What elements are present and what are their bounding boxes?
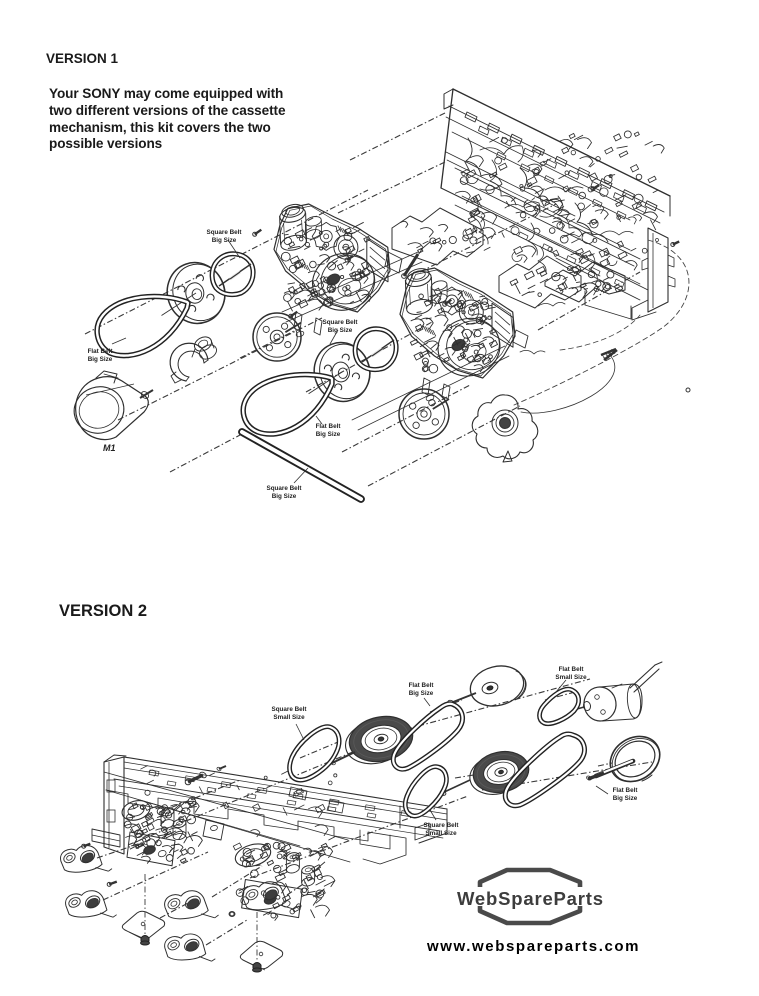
svg-text:Big Size: Big Size — [272, 493, 297, 500]
svg-text:Big Size: Big Size — [328, 327, 353, 334]
svg-text:Flat Belt: Flat Belt — [409, 682, 435, 689]
svg-text:Small Size: Small Size — [425, 830, 457, 837]
svg-text:Small Size: Small Size — [273, 714, 305, 721]
svg-text:Flat Belt: Flat Belt — [613, 787, 639, 794]
svg-text:M1: M1 — [103, 443, 116, 453]
svg-text:Big Size: Big Size — [613, 795, 638, 802]
svg-text:Big Size: Big Size — [88, 356, 113, 363]
svg-text:Square Belt: Square Belt — [207, 229, 243, 236]
svg-text:Square Belt: Square Belt — [424, 822, 460, 829]
svg-text:Square Belt: Square Belt — [323, 319, 359, 326]
svg-text:Square Belt: Square Belt — [267, 485, 303, 492]
svg-text:Flat Belt: Flat Belt — [559, 666, 585, 673]
svg-text:Big Size: Big Size — [212, 237, 237, 244]
svg-text:Small Size: Small Size — [555, 674, 587, 681]
svg-text:Square Belt: Square Belt — [272, 706, 308, 713]
svg-text:Big Size: Big Size — [316, 431, 341, 438]
svg-text:Flat Belt: Flat Belt — [88, 348, 114, 355]
svg-text:Flat Belt: Flat Belt — [316, 423, 342, 430]
svg-text:Big Size: Big Size — [409, 690, 434, 697]
